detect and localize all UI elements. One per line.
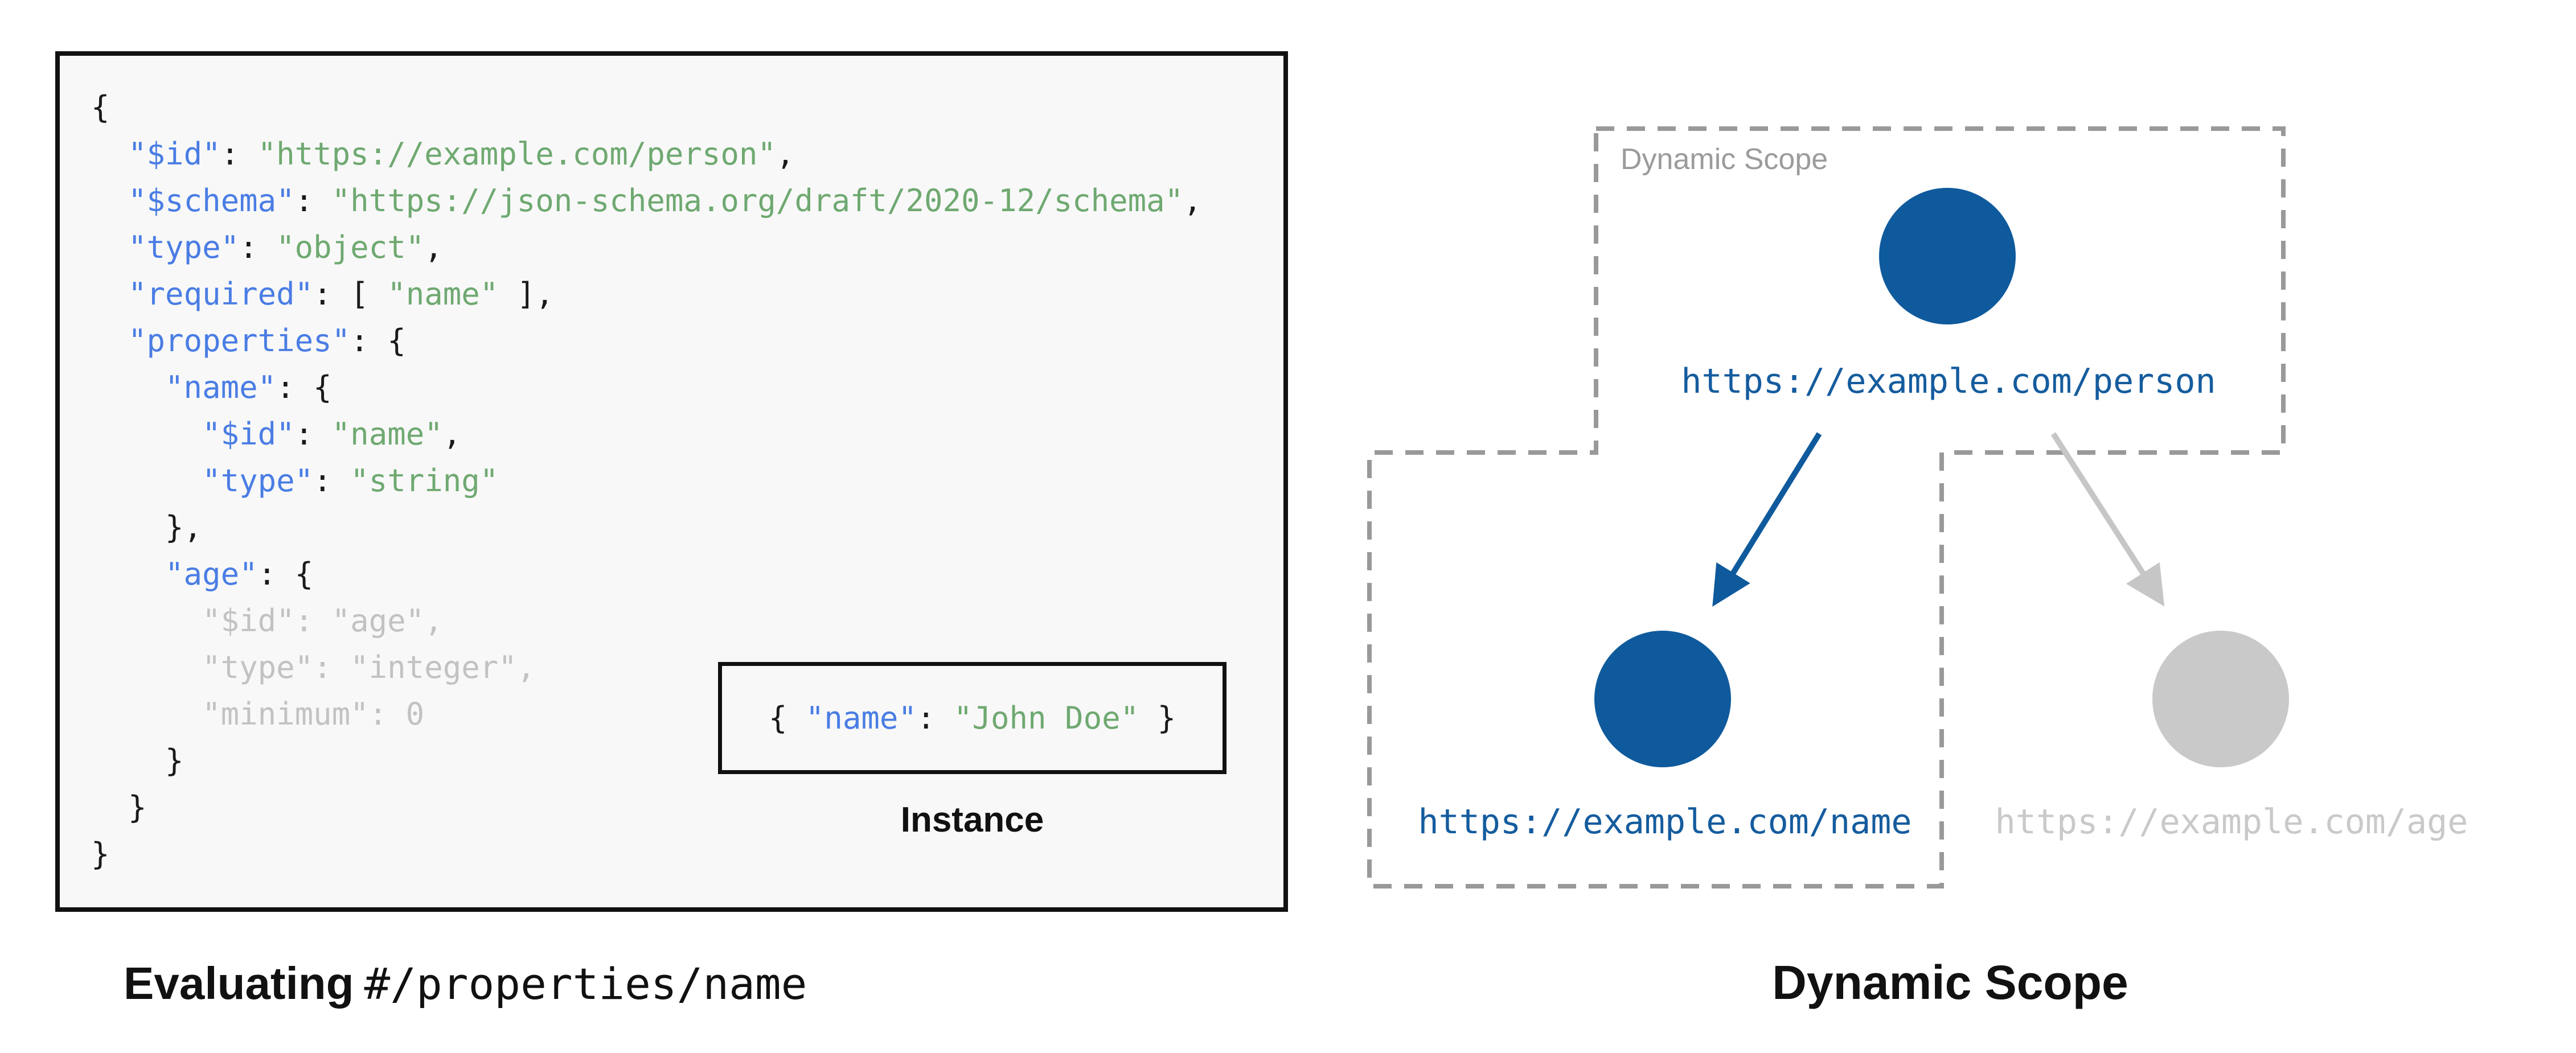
code-token: { <box>768 700 806 736</box>
left-caption: Evaluating#/properties/name <box>124 957 807 1010</box>
code-token <box>91 463 202 499</box>
code-token: "$id" <box>128 136 221 172</box>
code-token: "properties" <box>128 323 351 359</box>
instance-box: { "name": "John Doe" } <box>718 662 1227 774</box>
code-token: } <box>1139 700 1176 736</box>
code-token: : [ <box>313 276 388 312</box>
dynamic-scope-diagram: Dynamic Scope https://example.com/person… <box>1367 126 2468 889</box>
code-token <box>91 556 165 592</box>
code-token <box>91 323 128 359</box>
schema-box: { "$id": "https://example.com/person", "… <box>55 51 1288 912</box>
schema-code: { "$id": "https://example.com/person", "… <box>91 84 1202 878</box>
code-token: "type": "integer", <box>91 649 536 685</box>
scope-region-label: Dynamic Scope <box>1621 143 1828 176</box>
code-line: } <box>91 831 1202 878</box>
left-caption-word: Evaluating <box>124 958 354 1009</box>
code-token: "$id" <box>202 416 295 452</box>
code-line: "$id": "name", <box>91 411 1202 458</box>
code-line: "age": { <box>91 551 1202 598</box>
code-line: "type": "integer", <box>91 644 1202 691</box>
arrow-person-to-age <box>2050 432 2165 607</box>
code-token: : { <box>257 556 314 592</box>
person-node-url: https://example.com/person <box>1681 361 2216 401</box>
code-token: } <box>91 743 184 779</box>
code-token: "minimum": 0 <box>91 696 425 732</box>
code-line: "$id": "age", <box>91 598 1202 644</box>
code-token: "https://example.com/person" <box>257 136 776 172</box>
code-token: : <box>294 183 332 219</box>
instance-code: { "name": "John Doe" } <box>769 700 1176 736</box>
code-token: "name" <box>387 276 499 312</box>
person-node <box>1879 188 2016 324</box>
code-token: , <box>1183 183 1202 219</box>
code-line: "minimum": 0 <box>91 691 1202 738</box>
code-token: "$id": "age", <box>91 603 443 639</box>
code-token: : <box>294 416 332 452</box>
code-token: } <box>91 836 110 872</box>
code-token: "type" <box>128 229 240 265</box>
left-caption-pointer: #/properties/name <box>364 959 807 1009</box>
code-line: "$schema": "https://json-schema.org/draf… <box>91 178 1202 224</box>
code-token: } <box>91 789 147 825</box>
code-token: : <box>313 463 351 499</box>
code-token: "type" <box>202 463 314 499</box>
code-line: "type": "string" <box>91 458 1202 504</box>
code-token: "age" <box>165 556 258 592</box>
code-token: , <box>424 229 443 265</box>
name-node <box>1594 631 1731 767</box>
code-token <box>91 416 202 452</box>
code-line: "required": [ "name" ], <box>91 271 1202 318</box>
age-node-url: https://example.com/age <box>1995 802 2468 842</box>
code-token: "name" <box>165 369 277 405</box>
code-token: { <box>91 89 110 125</box>
code-token: , <box>776 136 795 172</box>
code-line: }, <box>91 504 1202 551</box>
right-caption: Dynamic Scope <box>1772 956 2128 1009</box>
code-token: }, <box>91 509 203 545</box>
code-line: "type": "object", <box>91 224 1202 271</box>
code-token: "$schema" <box>128 183 295 219</box>
age-node <box>2152 631 2289 767</box>
code-token: , <box>442 416 462 452</box>
code-token <box>91 136 128 172</box>
code-line: "name": { <box>91 364 1202 411</box>
code-token <box>91 183 128 219</box>
code-line: } <box>91 738 1202 784</box>
code-token: : <box>220 136 258 172</box>
code-line: { <box>91 84 1202 131</box>
name-node-url: https://example.com/name <box>1418 802 1912 842</box>
instance-label: Instance <box>900 800 1044 840</box>
code-token: "name" <box>331 416 443 452</box>
code-token: : { <box>350 323 406 359</box>
code-token: "required" <box>128 276 314 312</box>
code-line: "properties": { <box>91 318 1202 364</box>
code-token: : <box>916 700 954 736</box>
code-token <box>91 369 165 405</box>
arrow-person-to-name <box>1712 432 1822 607</box>
code-token: "https://json-schema.org/draft/2020-12/s… <box>331 183 1184 219</box>
code-token: : <box>239 229 277 265</box>
dynamic-scope-outline <box>1367 126 2286 889</box>
code-token: "John Doe" <box>954 700 1139 736</box>
code-line: "$id": "https://example.com/person", <box>91 131 1202 178</box>
code-token: "object" <box>276 229 425 265</box>
code-token: : { <box>276 369 332 405</box>
code-token: ], <box>498 276 554 312</box>
code-token: "string" <box>350 463 499 499</box>
code-token <box>91 229 128 265</box>
code-token: "name" <box>805 700 917 736</box>
code-line: } <box>91 784 1202 831</box>
code-token <box>91 276 128 312</box>
